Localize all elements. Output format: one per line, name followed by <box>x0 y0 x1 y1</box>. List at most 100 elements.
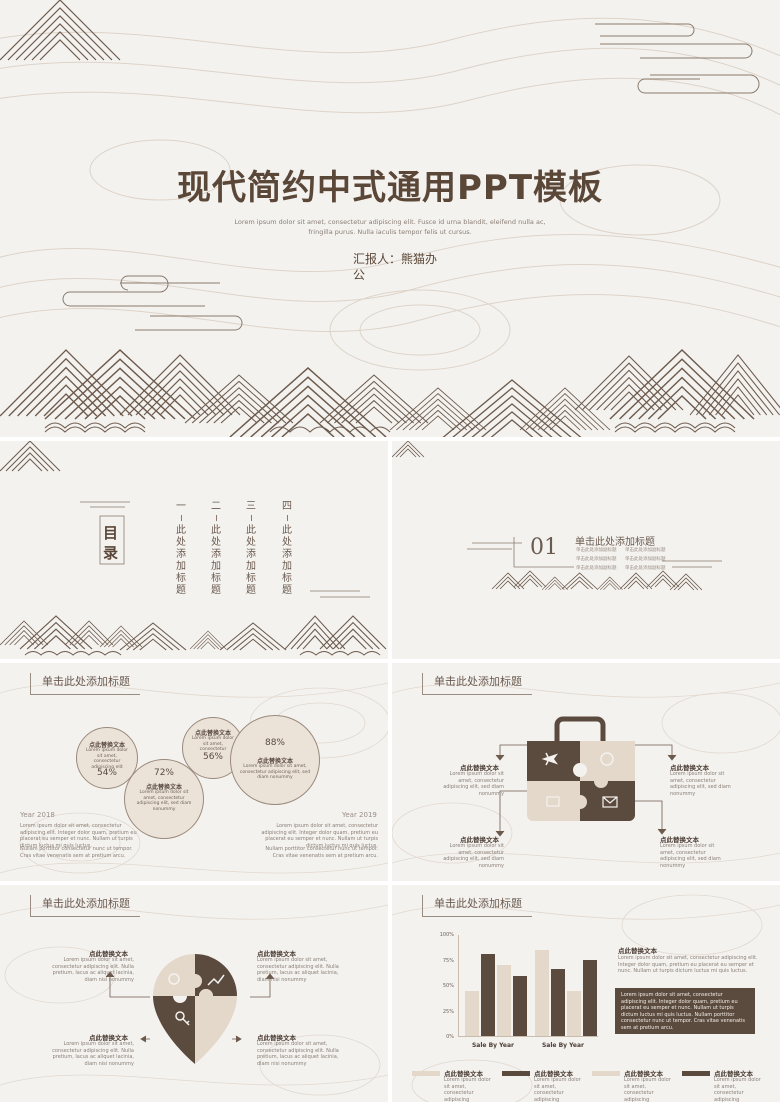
left-paragraph-2: Nullam porttitor consectetur nunc ut tem… <box>20 846 133 859</box>
clock-icon <box>168 973 180 985</box>
bubble-percent: 88% <box>264 738 285 748</box>
bag-puzzle-graphic <box>495 716 677 837</box>
legend-item-2-title: 点此替换文本 <box>534 1070 573 1078</box>
legend-item-3-desc: Lorem ipsum dolor sit amet, consectetur … <box>624 1077 671 1102</box>
bar-group-1-series-1 <box>465 991 479 1036</box>
toc-decoration <box>0 441 387 656</box>
toc-item-label: 此处添加标题 <box>211 525 221 596</box>
legend-item-3-title: 点此替换文本 <box>624 1070 663 1078</box>
bag-item-3-desc: Lorem ipsum dolor sit amet, consectetur … <box>443 843 504 869</box>
legend-swatch-4 <box>682 1071 710 1076</box>
pin-item-1-title: 点此替换文本 <box>89 950 128 958</box>
legend-item-1-title: 点此替换文本 <box>444 1070 483 1078</box>
key-icon <box>175 1011 185 1021</box>
highlight-box-text: Lorem ipsum dolor sit amet, consectetur … <box>621 992 746 1031</box>
legend-item-2-desc: Lorem ipsum dolor sit amet, consectetur … <box>534 1077 581 1102</box>
header-bracket <box>422 673 532 695</box>
bubble-desc: Lorem ipsum dolor sit amet, consectetur … <box>85 748 129 770</box>
toc-item-label: 此处添加标题 <box>282 525 292 596</box>
bag-item-4-desc: Lorem ipsum dolor sit amet, consectetur … <box>660 843 721 869</box>
cover-slide: 现代简约中式通用PPT模板 Lorem ipsum dolor sit amet… <box>0 0 780 437</box>
year-left: Year 2018 <box>20 811 55 819</box>
slide-header: 单击此处添加标题 <box>434 675 522 688</box>
bag-slide: 单击此处添加标题 点此替换文本 Lorem ipsum dolor sit am… <box>392 663 780 881</box>
section-sub-6: 单击此处添加副标题 <box>625 566 666 571</box>
section-sub-5: 单击此处添加副标题 <box>576 566 617 571</box>
plane-icon <box>541 752 559 766</box>
bag-item-2-title: 点此替换文本 <box>670 764 709 772</box>
bag-item-4-title: 点此替换文本 <box>660 836 699 844</box>
pin-item-2-desc: Lorem ipsum dolor sit amet, consectetur … <box>257 957 339 983</box>
toc-item-number: 三 <box>246 501 256 512</box>
header-bracket <box>30 895 140 917</box>
toc-item-2[interactable]: 二 此处添加标题 <box>210 501 222 597</box>
cover-reporter-2: 公 <box>353 268 366 282</box>
right-paragraph-1: Lorem ipsum dolor sit amet, consectetur … <box>261 823 378 849</box>
y-tick-label: 75% <box>442 957 454 964</box>
pin-puzzle-graphic <box>105 954 275 1064</box>
gear-icon <box>600 752 614 766</box>
legend: 点此替换文本 Lorem ipsum dolor sit amet, conse… <box>412 1068 780 1102</box>
cover-subtitle-2: fringilla purus. Nulla iaculis tempor fe… <box>308 228 472 236</box>
left-paragraph-1: Lorem ipsum dolor sit amet, consectetur … <box>20 823 137 849</box>
bubble-4: 88% 点此替换文本 Lorem ipsum dolor sit amet, c… <box>230 715 320 805</box>
bubble-title: 点此替换文本 <box>194 730 231 737</box>
toc-item-3[interactable]: 三 此处添加标题 <box>245 501 257 597</box>
bubble-title: 点此替换文本 <box>145 784 182 791</box>
pin-item-3-desc: Lorem ipsum dolor sit amet, consectetur … <box>52 1041 134 1067</box>
header-bracket <box>422 895 532 917</box>
bubble-percent: 54% <box>96 768 117 778</box>
pin-slide: 单击此处添加标题 点此替换文本 Lorem ipsum dolor sit am… <box>0 885 388 1102</box>
slide-header: 单击此处添加标题 <box>42 675 130 688</box>
bag-item-2-desc: Lorem ipsum dolor sit amet, consectetur … <box>670 771 731 797</box>
legend-item-4-title: 点此替换文本 <box>714 1070 753 1078</box>
bar-group-2-series-4 <box>583 959 597 1036</box>
cover-reporter-1: 汇报人：熊猫办 <box>353 252 438 266</box>
y-axis: 100% 75% 50% 25% 0% <box>432 932 454 1040</box>
legend-item-1-desc: Lorem ipsum dolor sit amet, consectetur … <box>444 1077 491 1102</box>
section-title: 单击此处添加标题 <box>575 537 655 548</box>
bag-item-3-title: 点此替换文本 <box>460 836 499 844</box>
toc-item-4[interactable]: 四 此处添加标题 <box>281 501 293 597</box>
bubble-desc: Lorem ipsum dolor sit amet, consectetur … <box>136 790 192 812</box>
bubble-percent: 56% <box>202 752 223 762</box>
bar-group-2-series-2 <box>551 968 565 1036</box>
header-bracket <box>30 673 140 695</box>
bubble-desc: Lorem ipsum dolor sit amet, consectetur … <box>239 764 311 780</box>
legend-item-4-desc: Lorem ipsum dolor sit amet, consectetur … <box>714 1077 761 1102</box>
slide-header: 单击此处添加标题 <box>434 897 522 910</box>
bubble-percent: 72% <box>153 768 174 778</box>
bubble-title: 点此替换文本 <box>256 758 293 765</box>
bubble-1: 点此替换文本 Lorem ipsum dolor sit amet, conse… <box>76 727 138 789</box>
toc-item-number: 一 <box>176 501 186 512</box>
chart-icon <box>207 974 225 986</box>
legend-swatch-1 <box>412 1071 440 1076</box>
bar-group-1-series-2 <box>481 954 495 1036</box>
bar-group-1-series-4 <box>513 975 527 1036</box>
pin-item-2-title: 点此替换文本 <box>257 950 296 958</box>
slide-header: 单击此处添加标题 <box>42 897 130 910</box>
bubble-title: 点此替换文本 <box>88 742 125 749</box>
year-right: Year 2019 <box>342 811 377 819</box>
toc-heading: 目录 <box>103 523 123 563</box>
y-tick-label: 100% <box>439 932 454 938</box>
pin-item-3-title: 点此替换文本 <box>89 1034 128 1042</box>
pin-item-1-desc: Lorem ipsum dolor sit amet, consectetur … <box>52 957 134 983</box>
section-sub-2: 单击此处添加副标题 <box>625 548 666 553</box>
monitor-icon <box>546 796 560 807</box>
x-label-2: Sale By Year <box>541 1042 585 1049</box>
chart-right-title: 点此替换文本 <box>618 947 657 955</box>
highlight-box: Lorem ipsum dolor sit amet, consectetur … <box>615 988 755 1034</box>
cover-subtitle-1: Lorem ipsum dolor sit amet, consectetur … <box>234 218 546 226</box>
right-paragraph-2: Nullam porttitor consectetur nunc ut tem… <box>265 846 378 859</box>
y-tick-label: 0% <box>446 1034 454 1040</box>
bag-item-1-desc: Lorem ipsum dolor sit amet, consectetur … <box>443 771 504 797</box>
pin-item-4-desc: Lorem ipsum dolor sit amet, consectetur … <box>257 1041 339 1067</box>
legend-swatch-2 <box>502 1071 530 1076</box>
bag-item-1-title: 点此替换文本 <box>460 764 499 772</box>
bubbles-slide: 单击此处添加标题 点此替换文本 Lorem ipsum dolor sit am… <box>0 663 388 881</box>
toc-item-label: 此处添加标题 <box>176 525 186 596</box>
toc-item-label: 此处添加标题 <box>246 525 256 596</box>
toc-item-1[interactable]: 一 此处添加标题 <box>175 501 187 597</box>
section-number: 01 <box>530 535 558 560</box>
